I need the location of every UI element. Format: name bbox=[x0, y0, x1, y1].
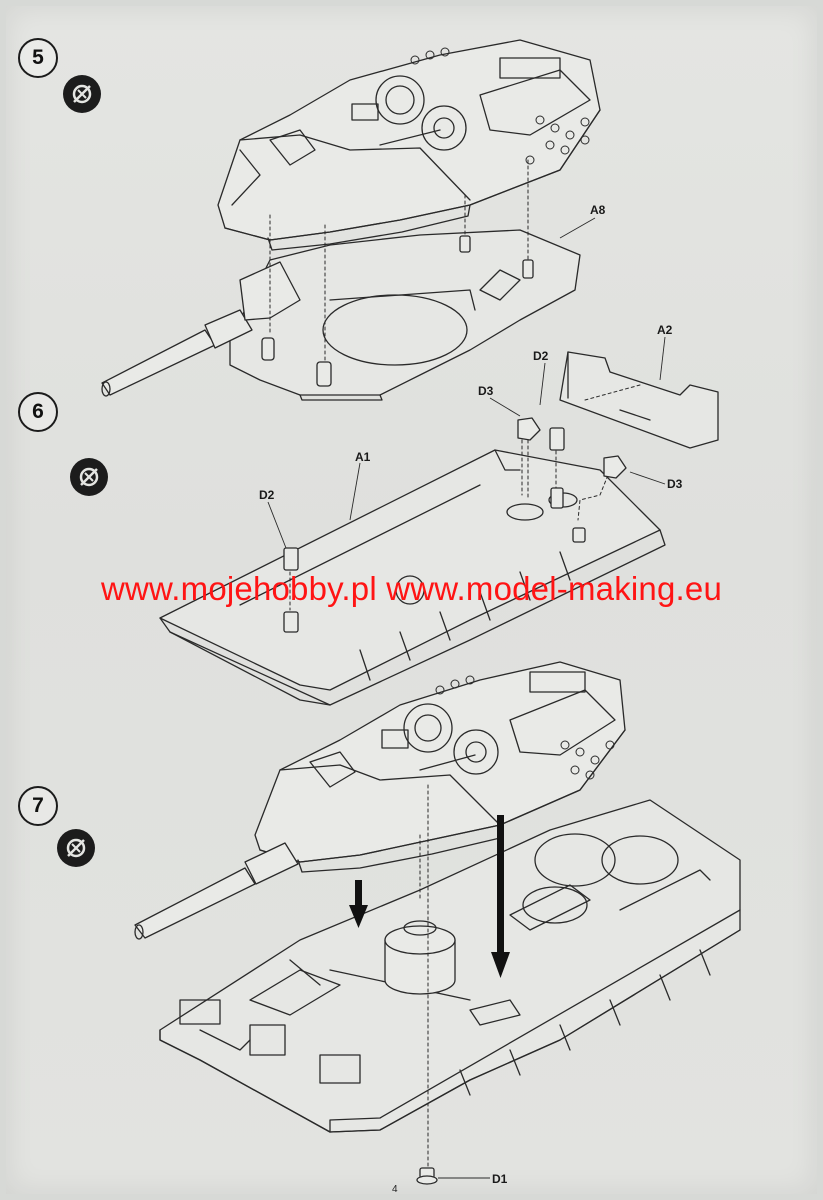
no-glue-icon bbox=[57, 829, 95, 867]
part-label-a2: A2 bbox=[657, 323, 673, 337]
part-label-d2: D2 bbox=[533, 349, 549, 363]
step7-alignment-guides bbox=[419, 784, 429, 1171]
step7-hull bbox=[159, 799, 741, 1133]
step5-pins bbox=[261, 235, 534, 387]
part-label-a1: A1 bbox=[355, 450, 371, 464]
step-6-badge: 6 bbox=[18, 392, 58, 432]
step6-part-a2 bbox=[559, 351, 719, 449]
no-glue-icon bbox=[63, 75, 101, 113]
watermark-text: www.mojehobby.pl www.model-making.eu bbox=[100, 570, 723, 607]
part-label-d3: D3 bbox=[667, 477, 683, 491]
step-7-number: 7 bbox=[32, 794, 44, 817]
no-glue-icon bbox=[70, 458, 108, 496]
step-6-number: 6 bbox=[32, 400, 44, 423]
part-label-d2: D2 bbox=[259, 488, 275, 502]
part-label-d1: D1 bbox=[492, 1172, 508, 1186]
step5-part-a8 bbox=[229, 229, 581, 401]
step5-alignment-guides bbox=[269, 159, 529, 371]
part-label-d3: D3 bbox=[478, 384, 494, 398]
step-5-number: 5 bbox=[32, 46, 44, 69]
step7-gun-barrel bbox=[134, 842, 299, 940]
step7-direction-arrows bbox=[349, 815, 510, 978]
step6-alignment-guides bbox=[289, 384, 641, 611]
part-label-a8: A8 bbox=[590, 203, 606, 217]
step-5-badge: 5 bbox=[18, 38, 58, 78]
step-7-badge: 7 bbox=[18, 786, 58, 826]
page-number: 4 bbox=[392, 1184, 398, 1195]
step6-parts-d2-d3 bbox=[283, 417, 627, 633]
part-d1-pin bbox=[416, 1167, 438, 1185]
step5-turret-top bbox=[217, 39, 601, 251]
step5-gun-barrel bbox=[101, 261, 301, 397]
